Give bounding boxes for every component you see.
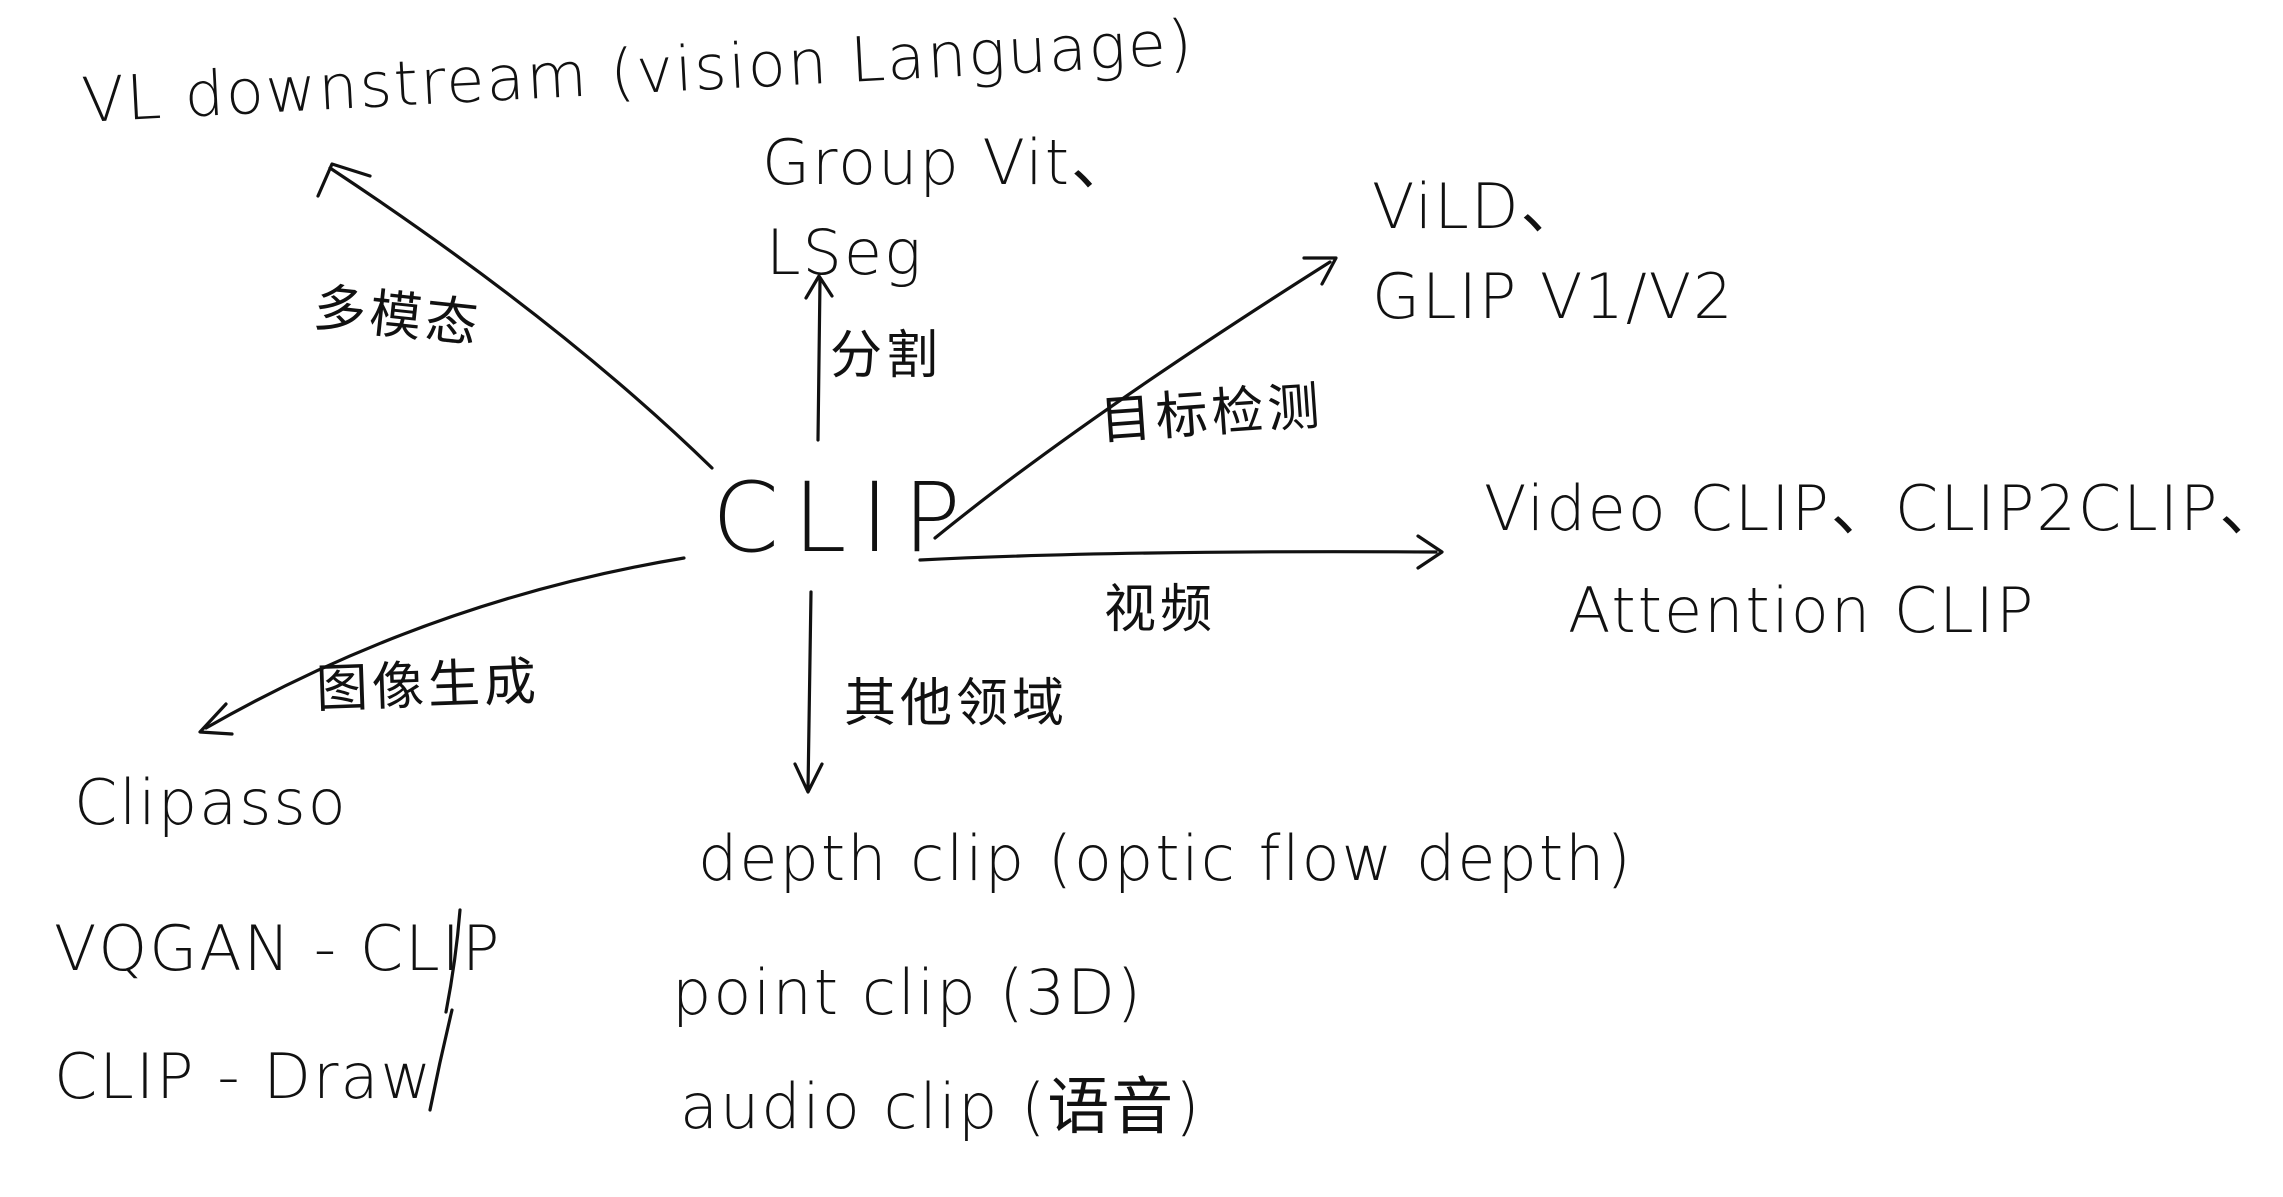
- edge-video: [918, 550, 1438, 562]
- edge-multimodal: [328, 166, 714, 470]
- mind-map-canvas: CLIP VL downstream (vision Language) 多模态…: [54, 6, 2281, 1143]
- edge-image-generation: [204, 556, 686, 730]
- edge-label-image-generation: 图像生成: [314, 652, 541, 720]
- bracket-stroke-vqgan: [444, 908, 462, 1014]
- edge-label-detection: 目标检测: [1097, 376, 1326, 452]
- node-depth-clip: depth clip (optic flow depth): [698, 822, 1633, 895]
- arrowhead-other-domains-icon: [793, 762, 824, 794]
- node-clip-draw: CLIP - Draw: [54, 1040, 434, 1113]
- node-attention-clip: Attention CLIP: [1568, 574, 2036, 647]
- arrowhead-segmentation-icon: [804, 274, 834, 300]
- edge-label-other-domains: 其他领域: [844, 674, 1069, 734]
- arrowhead-image-generation-icon: [198, 702, 234, 736]
- mind-map-edges: [198, 162, 1444, 1112]
- edge-other-domains: [806, 590, 813, 792]
- node-vild: ViLD、: [1372, 170, 1585, 243]
- bracket-stroke-draw: [428, 1008, 454, 1112]
- node-vqgan-clip: VQGAN - CLIP: [54, 912, 502, 985]
- node-clipasso: Clipasso: [74, 766, 348, 839]
- arrowhead-multimodal-icon: [316, 162, 372, 198]
- node-group-vit: Group Vit、: [762, 126, 1136, 199]
- node-audio-clip: audio clip (语音): [680, 1070, 1202, 1143]
- edge-label-segmentation: 分割: [830, 326, 943, 386]
- center-node-clip: CLIP: [712, 462, 975, 574]
- node-glip: GLIP V1/V2: [1372, 260, 1735, 333]
- arrowhead-video-icon: [1416, 534, 1444, 570]
- edge-label-video: 视频: [1104, 580, 1217, 640]
- node-lseg: LSeg: [766, 216, 924, 289]
- node-point-clip: point clip (3D): [672, 956, 1143, 1029]
- arrowhead-detection-icon: [1302, 256, 1338, 286]
- edge-detection: [933, 260, 1332, 540]
- edge-segmentation: [816, 278, 822, 442]
- node-video-clip: Video CLIP、CLIP2CLIP、: [1484, 472, 2283, 545]
